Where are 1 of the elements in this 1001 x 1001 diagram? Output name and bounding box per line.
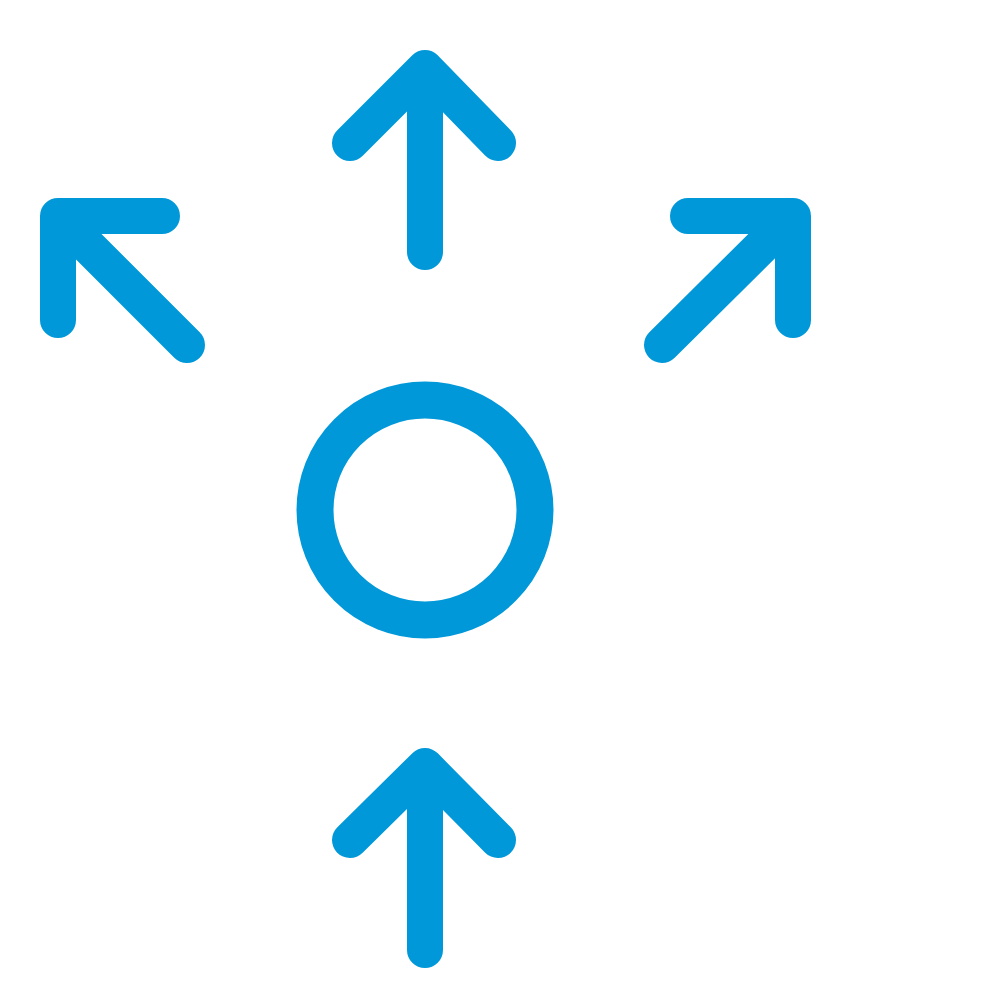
- ring-shape: [296, 381, 554, 639]
